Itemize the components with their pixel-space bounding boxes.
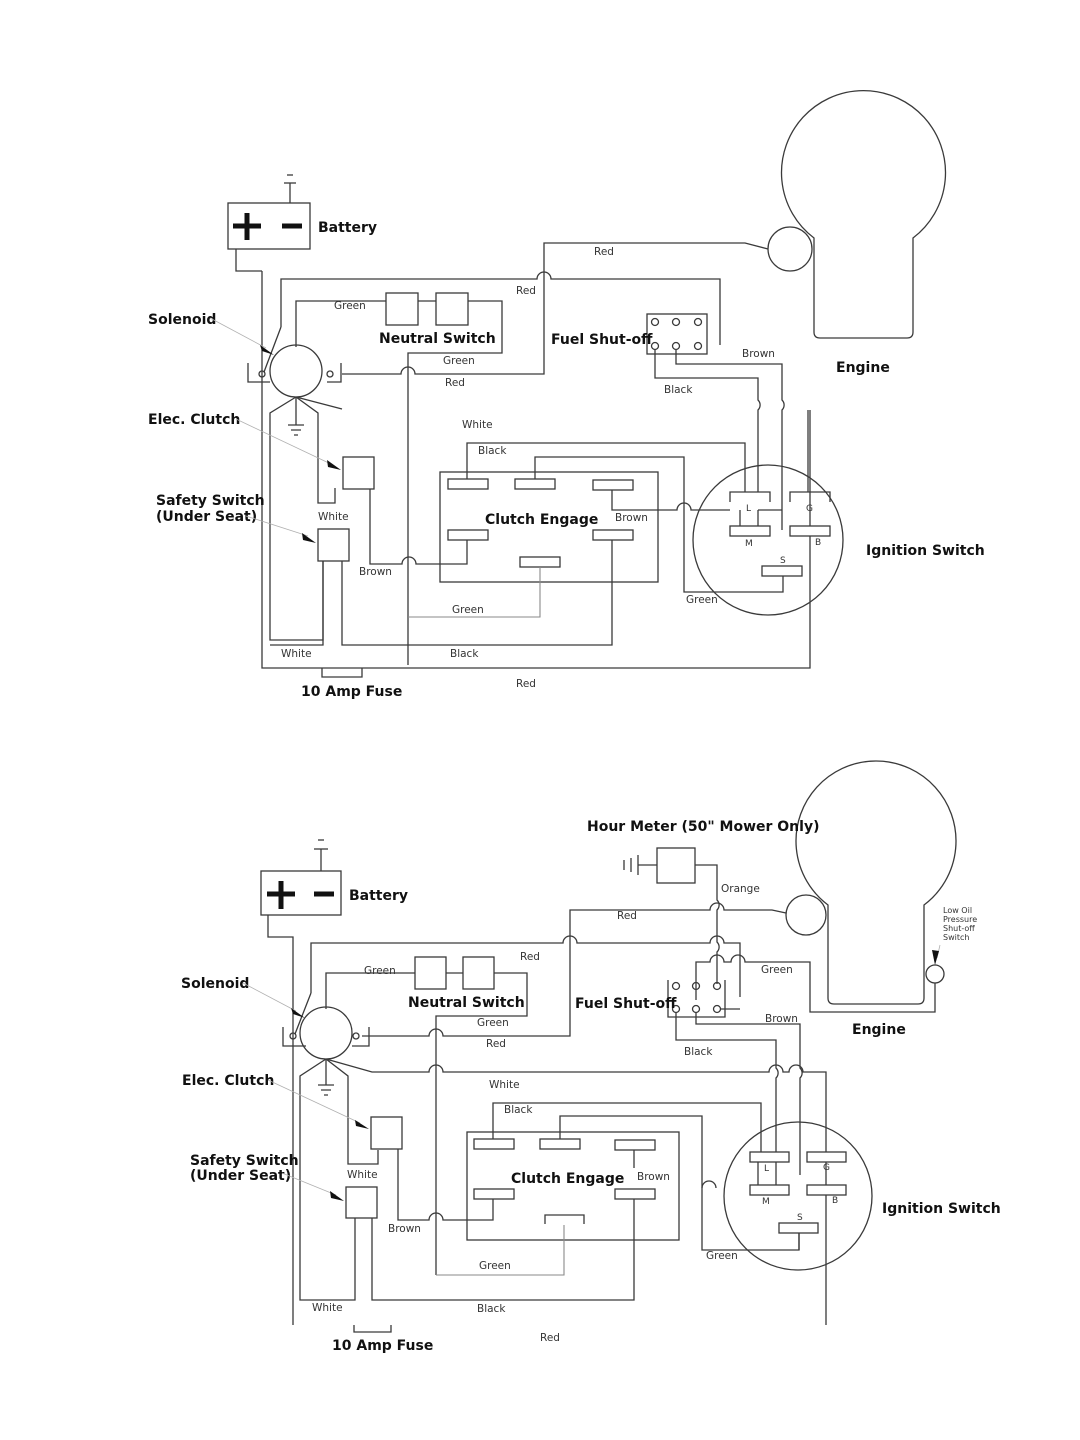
fuel-shutoff-label: Fuel Shut-off <box>575 996 677 1012</box>
safety-switch-label-1: Safety Switch <box>156 493 265 509</box>
wire-label: Brown <box>615 512 648 524</box>
wire-label: White <box>347 1169 378 1181</box>
neutral-switch-label: Neutral Switch <box>379 331 496 347</box>
wire-label: Brown <box>742 348 775 360</box>
wiring-diagram-2: Low Oil Pressure Shut-off Switch Engine … <box>181 760 1001 1354</box>
wire-label: Orange <box>721 883 760 895</box>
terminal-l: L <box>764 1164 769 1174</box>
safety-switch-label-1: Safety Switch <box>190 1153 299 1169</box>
wire-label: Black <box>664 384 693 396</box>
terminal-g: G <box>823 1163 830 1173</box>
wire-label: Brown <box>765 1013 798 1025</box>
engine-label: Engine <box>836 360 890 376</box>
elec-clutch <box>342 456 375 490</box>
wire-label: Black <box>504 1104 533 1116</box>
engine-label: Engine <box>852 1022 906 1038</box>
terminal-b: B <box>832 1196 838 1206</box>
hour-meter-label: Hour Meter (50" Mower Only) <box>587 819 819 835</box>
ignition-switch-label: Ignition Switch <box>882 1201 1001 1217</box>
wire-label: White <box>489 1079 520 1091</box>
clutch-engage-label: Clutch Engage <box>485 512 598 528</box>
wire-label: Brown <box>359 566 392 578</box>
wiring-diagram-1: Engine Battery <box>148 90 985 700</box>
wire-label: Green <box>452 604 484 616</box>
battery-label: Battery <box>318 220 377 236</box>
starter-motor <box>785 894 827 936</box>
solenoid: Solenoid <box>148 312 343 641</box>
engine-outline <box>780 90 947 339</box>
wire-label: White <box>318 511 349 523</box>
wire-label: Green <box>364 965 396 977</box>
clutch-engage-switch: Clutch Engage <box>439 471 659 583</box>
terminal-s: S <box>780 556 786 566</box>
wire-label: Red <box>445 377 465 389</box>
solenoid-label: Solenoid <box>181 976 249 992</box>
starter-motor <box>767 226 813 272</box>
wire-label: Red <box>617 910 637 922</box>
wire-label: Green <box>477 1017 509 1029</box>
terminal-l: L <box>746 504 751 514</box>
neutral-switch-label: Neutral Switch <box>408 995 525 1011</box>
ignition-switch: L G M B S Ignition Switch <box>692 410 985 616</box>
fuse <box>321 668 363 678</box>
wire-label: Black <box>684 1046 713 1058</box>
hour-meter: Hour Meter (50" Mower Only) <box>587 819 819 984</box>
low-oil-pressure-switch <box>925 964 945 984</box>
elec-clutch-label: Elec. Clutch <box>182 1073 274 1089</box>
safety-switch <box>345 1186 378 1219</box>
clutch-engage-switch: Clutch Engage <box>466 1131 680 1241</box>
wire-label: Black <box>478 445 507 457</box>
wire-label: Green <box>334 300 366 312</box>
battery: Battery <box>260 839 408 916</box>
fuse-label: 10 Amp Fuse <box>332 1338 433 1354</box>
wire-label: Green <box>443 355 475 367</box>
terminal-m: M <box>762 1197 770 1207</box>
low-oil-label-4: Switch <box>943 933 969 942</box>
wire-label: Green <box>479 1260 511 1272</box>
wire-label: Green <box>706 1250 738 1262</box>
terminal-s: S <box>797 1213 803 1223</box>
elec-clutch-label: Elec. Clutch <box>148 412 240 428</box>
fuse <box>353 1325 392 1333</box>
safety-switch-label-2: (Under Seat) <box>156 509 257 525</box>
wire-label: Black <box>477 1303 506 1315</box>
ignition-switch-label: Ignition Switch <box>866 543 985 559</box>
low-oil-label-2: Pressure <box>943 915 977 924</box>
fuse-label: 10 Amp Fuse <box>301 684 402 700</box>
fuel-shutoff: Fuel Shut-off <box>575 980 803 1175</box>
solenoid-label: Solenoid <box>148 312 216 328</box>
safety-switch-label-2: (Under Seat) <box>190 1168 291 1184</box>
terminal-g: G <box>806 504 813 514</box>
wire-label: Brown <box>388 1223 421 1235</box>
wire-label: Black <box>450 648 479 660</box>
wire-label: Red <box>594 246 614 258</box>
wire-label: White <box>281 648 312 660</box>
wire-label: Red <box>516 678 536 690</box>
low-oil-label-1: Low Oil <box>943 906 972 915</box>
battery-plus-icon <box>267 881 295 909</box>
battery-label: Battery <box>349 888 408 904</box>
clutch-engage-label: Clutch Engage <box>511 1171 624 1187</box>
wire-label: Brown <box>637 1171 670 1183</box>
elec-clutch <box>370 1116 403 1150</box>
fuel-shutoff: Fuel Shut-off <box>551 313 785 530</box>
wire-label: White <box>312 1302 343 1314</box>
wire-label: Red <box>516 285 536 297</box>
terminal-m: M <box>745 539 753 549</box>
battery: Battery <box>227 174 377 250</box>
fuel-shutoff-label: Fuel Shut-off <box>551 332 653 348</box>
battery-plus-icon <box>233 213 261 240</box>
wire-label: Red <box>520 951 540 963</box>
low-oil-label-3: Shut-off <box>943 924 975 933</box>
wire-label: Red <box>486 1038 506 1050</box>
safety-switch <box>317 528 350 562</box>
wire-label: Red <box>540 1332 560 1344</box>
ignition-switch: L G M B S Ignition Switch <box>723 1121 1001 1271</box>
wire-label: White <box>462 419 493 431</box>
wire-label: Green <box>761 964 793 976</box>
engine-outline <box>795 760 957 1005</box>
terminal-b: B <box>815 538 821 548</box>
wire-label: Green <box>686 594 718 606</box>
